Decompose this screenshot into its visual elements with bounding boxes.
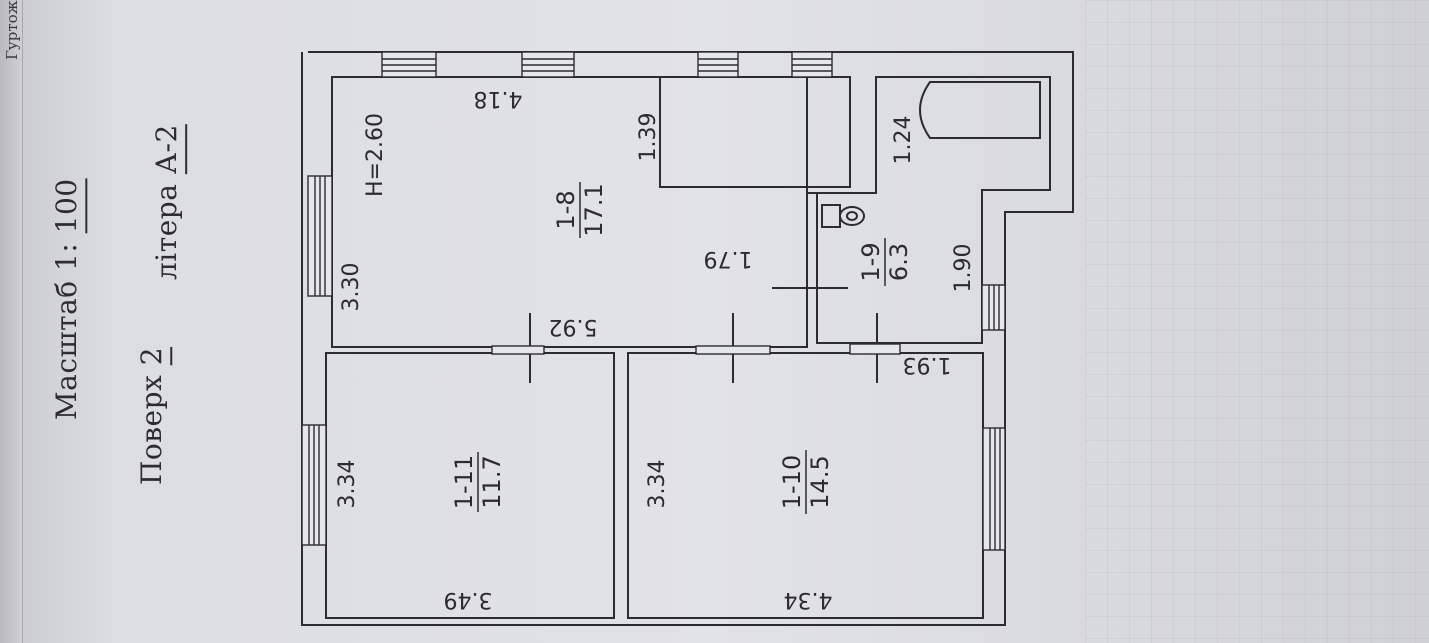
door-gaps: [491, 343, 901, 355]
window-right-2: [982, 427, 1006, 551]
dim-1-24: 1.24: [891, 116, 916, 165]
dim-1-39: 1.39: [636, 113, 661, 162]
window-top-1: [381, 51, 437, 78]
dim-4-18: 4.18: [474, 86, 523, 111]
room-number-1-11: 1-11: [450, 455, 478, 509]
dim-5-92: 5.92: [549, 314, 598, 339]
room-number-1-8: 1-8: [552, 190, 580, 229]
ceiling-height: H=2.60: [363, 113, 388, 197]
dim-3-49: 3.49: [444, 587, 493, 612]
room-label-1-9: 1-9 6.3: [857, 238, 913, 286]
room-area-1-9: 6.3: [885, 243, 913, 281]
room-area-1-8: 17.1: [580, 183, 608, 236]
toilet-outline: [821, 204, 865, 228]
dim-3-34-right: 3.34: [645, 460, 670, 509]
room-number-1-9: 1-9: [857, 242, 885, 281]
window-left-1: [307, 175, 333, 297]
room-area-1-11: 11.7: [478, 455, 506, 508]
dim-1-79: 1.79: [704, 246, 753, 271]
page-binding: [0, 0, 23, 643]
room-label-1-11: 1-11 11.7: [450, 452, 506, 512]
window-top-2: [521, 51, 575, 78]
bathtub-outline: [919, 81, 1041, 139]
room-number-1-10: 1-10: [778, 455, 806, 509]
grid-paper: [1085, 0, 1429, 643]
dim-1-90: 1.90: [951, 244, 976, 293]
room-area-1-10: 14.5: [806, 455, 834, 508]
outer-wall: [301, 51, 1074, 626]
dim-3-30: 3.30: [339, 263, 364, 312]
window-top-3: [697, 51, 739, 78]
windows: [301, 51, 1006, 551]
room-1-9-outline: [816, 76, 1051, 344]
dim-4-34: 4.34: [784, 587, 833, 612]
dim-3-34-left: 3.34: [335, 460, 360, 509]
window-top-4: [791, 51, 833, 78]
cabinet-outline: [659, 76, 851, 188]
window-left-2: [301, 424, 327, 546]
dim-1-93: 1.93: [903, 352, 952, 377]
room-label-1-8: 1-8 17.1: [552, 182, 608, 238]
window-right-1: [981, 284, 1006, 331]
room-label-1-10: 1-10 14.5: [778, 450, 834, 514]
